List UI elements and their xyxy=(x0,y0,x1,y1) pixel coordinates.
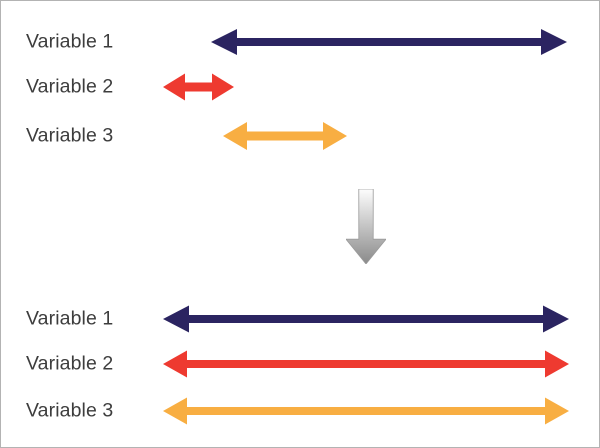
double-arrow-icon xyxy=(163,305,569,333)
double-arrow-icon xyxy=(163,350,569,378)
variable-label: Variable 1 xyxy=(26,307,114,330)
variable-label: Variable 2 xyxy=(26,75,114,98)
double-arrow-icon xyxy=(223,122,347,150)
variable-label: Variable 1 xyxy=(26,30,114,53)
variable-label: Variable 3 xyxy=(26,399,114,422)
double-arrow-icon xyxy=(211,29,567,55)
double-arrow-icon xyxy=(163,73,234,101)
variable-label: Variable 3 xyxy=(26,124,114,147)
variable-label: Variable 2 xyxy=(26,352,114,375)
down-arrow-icon xyxy=(346,189,386,264)
double-arrow-icon xyxy=(163,397,569,425)
